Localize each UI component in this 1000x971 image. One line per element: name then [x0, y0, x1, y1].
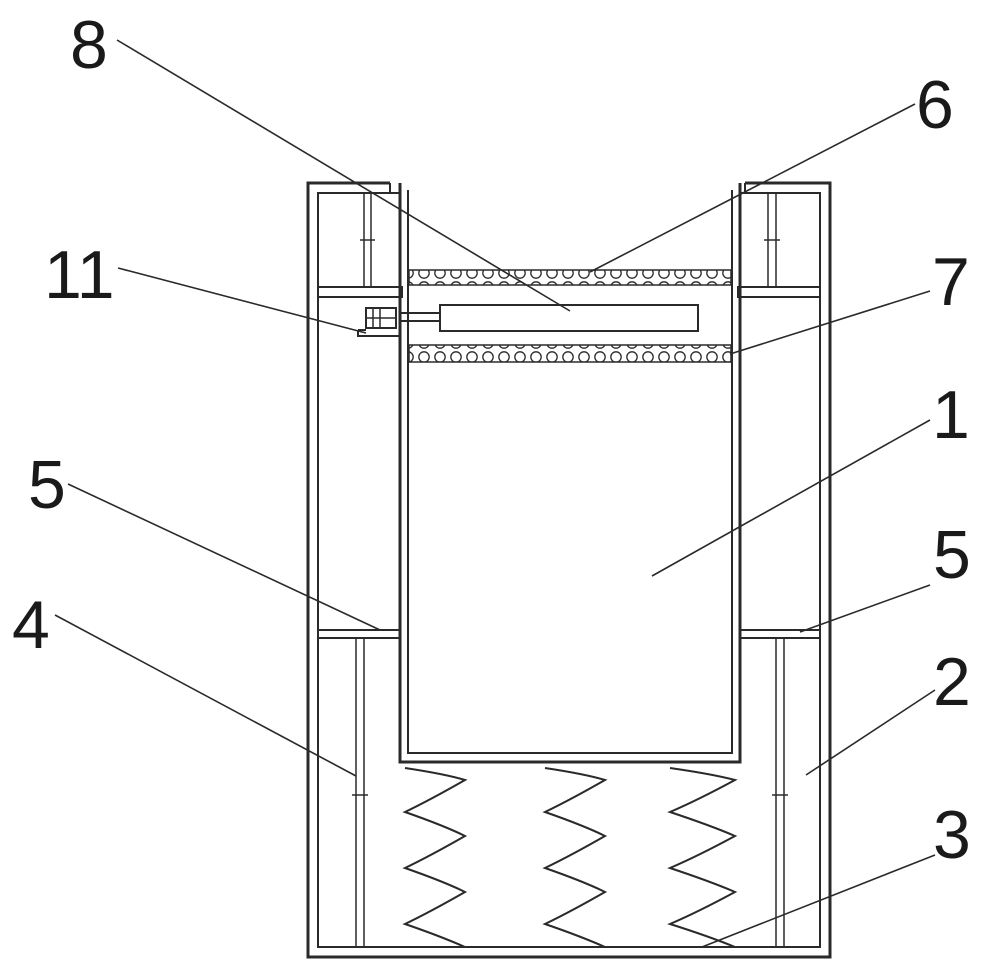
leader-2 — [805, 689, 936, 776]
inner-container — [398, 183, 742, 764]
filter-mesh-top — [408, 269, 732, 286]
leader-7 — [729, 290, 931, 355]
lower-shelves — [317, 629, 821, 639]
leader-5-right — [799, 584, 931, 633]
filter-mesh-bottom — [408, 344, 732, 363]
leader-1 — [651, 419, 931, 577]
label-8: 8 — [70, 7, 108, 83]
actuator — [357, 307, 441, 337]
label-6: 6 — [916, 67, 954, 143]
leader-3 — [701, 854, 936, 948]
lower-guide-rods — [352, 638, 788, 947]
outer-housing — [306, 181, 832, 959]
leader-lines — [54, 39, 936, 948]
part-labels: 8 6 11 7 1 5 5 4 2 3 — [12, 7, 971, 873]
upper-guide-rods — [360, 193, 780, 287]
upper-shelves — [317, 286, 821, 298]
slide-bar — [439, 304, 699, 332]
label-5-right: 5 — [933, 517, 971, 593]
leader-6 — [589, 103, 916, 273]
leader-5-left — [67, 483, 381, 631]
leader-11 — [117, 267, 367, 334]
label-2: 2 — [933, 644, 971, 720]
leader-4 — [54, 614, 357, 777]
label-1: 1 — [932, 377, 970, 453]
label-5-left: 5 — [28, 447, 66, 523]
leader-8 — [116, 39, 571, 312]
label-11: 11 — [44, 237, 115, 313]
label-3: 3 — [933, 797, 971, 873]
label-7: 7 — [932, 244, 970, 320]
label-4: 4 — [12, 587, 50, 663]
springs — [402, 767, 738, 948]
